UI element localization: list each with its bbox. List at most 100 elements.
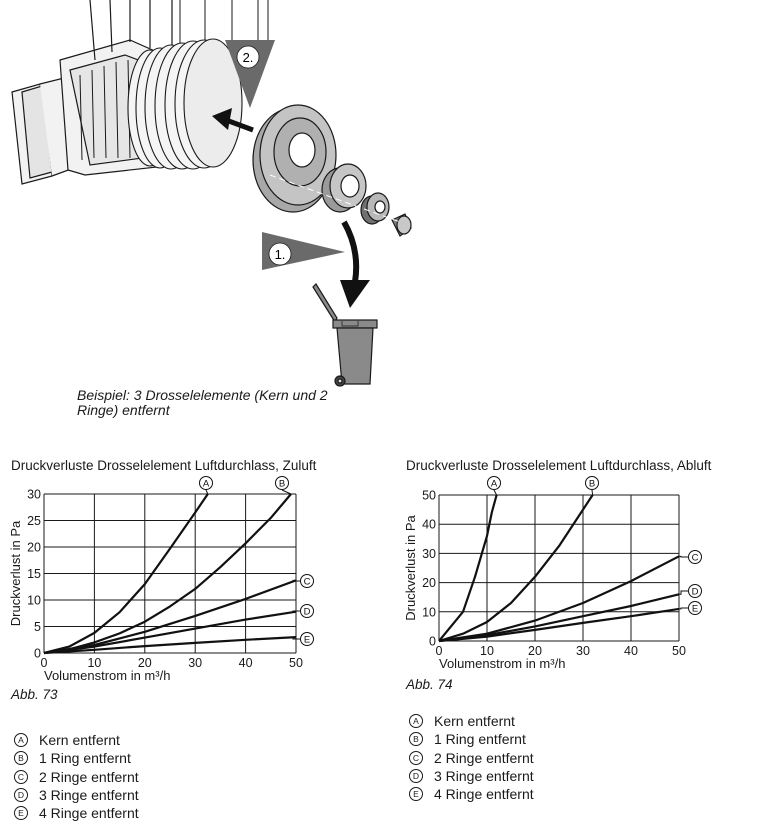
x-tick-label: 40 (624, 644, 638, 658)
throttle-ring-large (252, 104, 337, 213)
y-tick-label: 0 (429, 635, 436, 649)
legend-key-a: A (14, 733, 28, 748)
x-tick-label: 40 (239, 656, 253, 670)
x-tick-label: 10 (87, 656, 101, 670)
legend-text-c: 2 Ringe entfernt (39, 768, 139, 785)
series-label-leader (679, 607, 688, 610)
series-label-leader (205, 489, 209, 495)
x-tick-label: 0 (436, 644, 443, 658)
y-tick-label: 40 (422, 518, 436, 532)
series-label-a: A (491, 479, 498, 490)
y-tick-label: 5 (34, 620, 41, 634)
legend-item-e: E 4 Ringe entfernt (406, 785, 534, 803)
y-tick-label: 30 (27, 488, 41, 502)
chart-title-abluft: Druckverluste Drosselelement Luftdurchla… (406, 458, 712, 473)
series-label-leader (292, 579, 300, 582)
series-label-circle (275, 476, 289, 490)
legend-text-c: 2 Ringe entfernt (434, 749, 534, 766)
legend-key-e: E (14, 806, 28, 821)
legend-text-e: 4 Ringe entfernt (434, 786, 534, 803)
legend-item-c: C 2 Ringe entfernt (406, 749, 534, 767)
x-axis-label: Volumenstrom in m³/h (44, 668, 170, 683)
legend-item-b: B 1 Ring entfernt (406, 730, 534, 748)
series-line-b (438, 494, 594, 643)
dispose-arrow (340, 220, 370, 308)
series-label-e: E (304, 635, 310, 646)
x-axis-label: Volumenstrom in m³/h (439, 656, 565, 671)
series-label-circle (585, 476, 599, 490)
series-label-leader (281, 489, 292, 495)
series-line-a (43, 493, 209, 655)
y-tick-label: 10 (422, 605, 436, 619)
y-tick-label: 20 (27, 541, 41, 555)
series-line-a (438, 494, 498, 642)
illustration-caption: Beispiel: 3 Drosselelemente (Kern und 2 … (77, 388, 377, 418)
series-label-leader (591, 489, 594, 496)
ribbed-tube (127, 38, 243, 170)
x-tick-label: 30 (576, 644, 590, 658)
x-tick-label: 20 (138, 656, 152, 670)
x-tick-label: 50 (289, 656, 303, 670)
step-2-label: 2. (243, 50, 254, 65)
series-label-b: B (279, 479, 285, 490)
x-tick-label: 10 (480, 644, 494, 658)
legend-key-e: E (409, 787, 423, 802)
legend-key-c: C (14, 769, 28, 784)
installation-illustration: 2. 1. (11, 0, 412, 387)
series-label-leader (679, 590, 688, 595)
insert-arrow (212, 108, 254, 133)
x-tick-label: 50 (672, 644, 686, 658)
legend-text-b: 1 Ring entfernt (39, 750, 131, 767)
assembly-axis-line (269, 174, 401, 223)
series-label-c: C (692, 553, 699, 564)
step-1-label: 1. (275, 247, 286, 262)
legend-item-b: B 1 Ring entfernt (11, 749, 139, 767)
legend-text-a: Kern entfernt (434, 713, 515, 729)
x-tick-label: 20 (528, 644, 542, 658)
legend-abluft: A Kern entfernt B 1 Ring entfernt C 2 Ringe… (406, 712, 534, 803)
series-label-b: B (589, 479, 595, 490)
legend-item-a: A Kern entfernt (11, 731, 139, 749)
series-line-d (43, 610, 297, 655)
y-axis-label: Druckverlust in Pa (403, 514, 418, 620)
series-line-d (438, 593, 680, 643)
legend-text-a: Kern entfernt (39, 732, 120, 748)
legend-key-a: A (409, 714, 423, 729)
series-label-leader (292, 636, 300, 640)
legend-item-c: C 2 Ringe entfernt (11, 768, 139, 786)
series-line-c (438, 555, 680, 643)
y-tick-label: 25 (27, 514, 41, 528)
series-label-circle (688, 601, 702, 615)
step-2-marker: 2. (225, 40, 275, 108)
series-line-c (43, 579, 297, 655)
series-label-circle (487, 476, 501, 490)
figure-label-73: Abb. 73 (11, 687, 58, 702)
chart-title-zuluft: Druckverluste Drosselelement Luftdurchla… (11, 458, 317, 473)
legend-text-d: 3 Ringe entfernt (39, 786, 139, 803)
legend-key-c: C (409, 750, 423, 765)
throttle-ring-medium (321, 163, 367, 213)
legend-key-b: B (14, 751, 28, 766)
series-label-c: C (304, 577, 311, 588)
series-label-leader (292, 610, 300, 613)
x-tick-label: 0 (41, 656, 48, 670)
figure-label-74: Abb. 74 (406, 677, 453, 692)
throttle-ring-small (360, 192, 390, 225)
series-label-d: D (304, 607, 311, 618)
series-line-e (438, 607, 680, 643)
series-label-circle (199, 476, 213, 490)
y-tick-label: 10 (27, 594, 41, 608)
legend-zuluft: A Kern entfernt B 1 Ring entfernt C 2 Ringe… (11, 731, 139, 822)
waste-bin-icon (312, 283, 378, 387)
legend-key-b: B (409, 732, 423, 747)
legend-text-b: 1 Ring entfernt (434, 731, 526, 748)
series-label-circle (300, 632, 314, 646)
step-1-marker: 1. (262, 232, 345, 270)
series-line-b (43, 493, 292, 655)
series-label-e: E (692, 604, 698, 615)
